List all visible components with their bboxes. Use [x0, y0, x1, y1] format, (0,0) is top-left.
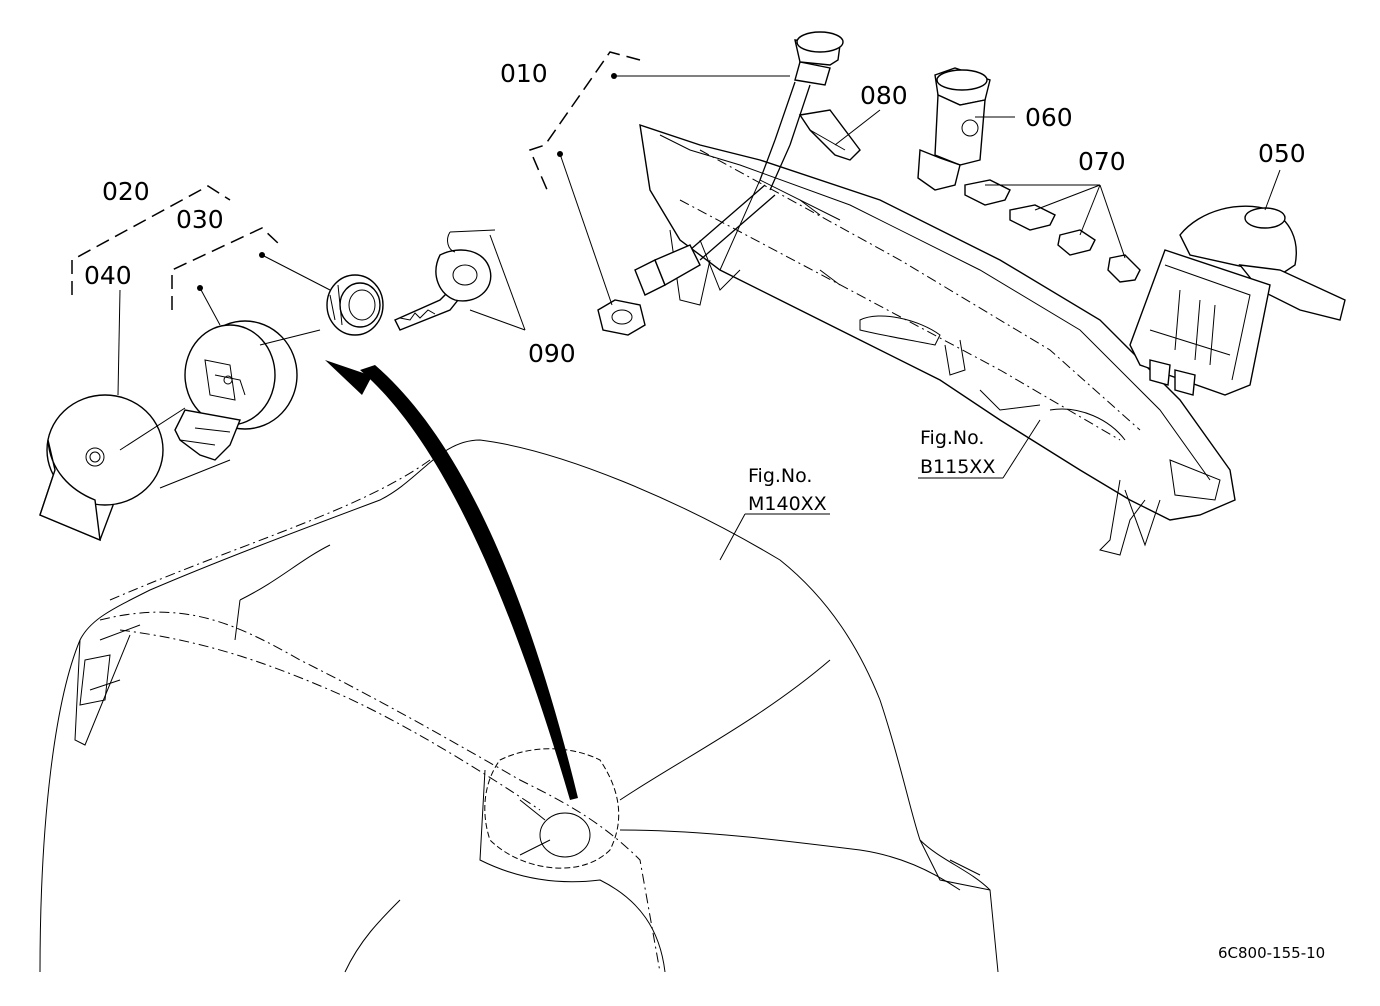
ref-b-code: B115XX: [920, 456, 995, 478]
hood-panel: [39, 439, 999, 973]
label-020: 020: [102, 177, 150, 206]
part-070-buttons: [964, 179, 1141, 283]
assembly-arrow: [325, 360, 578, 800]
leader-lines: [117, 73, 1281, 561]
label-070: 070: [1078, 147, 1126, 176]
part-010-rod: [597, 31, 844, 336]
part-080-clip: [798, 109, 861, 161]
label-080: 080: [860, 81, 908, 110]
part-050-ignition-switch: [1129, 205, 1346, 396]
group-brackets: [71, 51, 641, 310]
part-090-key-set: [326, 229, 496, 336]
diagram-code: 6C800-155-10: [1218, 944, 1325, 962]
label-060: 060: [1025, 103, 1073, 132]
ref-b-label: Fig.No.: [920, 427, 984, 449]
label-050: 050: [1258, 139, 1306, 168]
part-040-cap: [39, 394, 164, 542]
label-010: 010: [500, 59, 548, 88]
ref-m-label: Fig.No.: [748, 465, 812, 487]
part-060-switch: [917, 67, 991, 191]
ref-m-code: M140XX: [748, 493, 827, 515]
part-030-housing: [174, 320, 298, 461]
label-090: 090: [528, 339, 576, 368]
label-040: 040: [84, 261, 132, 290]
label-030: 030: [176, 205, 224, 234]
